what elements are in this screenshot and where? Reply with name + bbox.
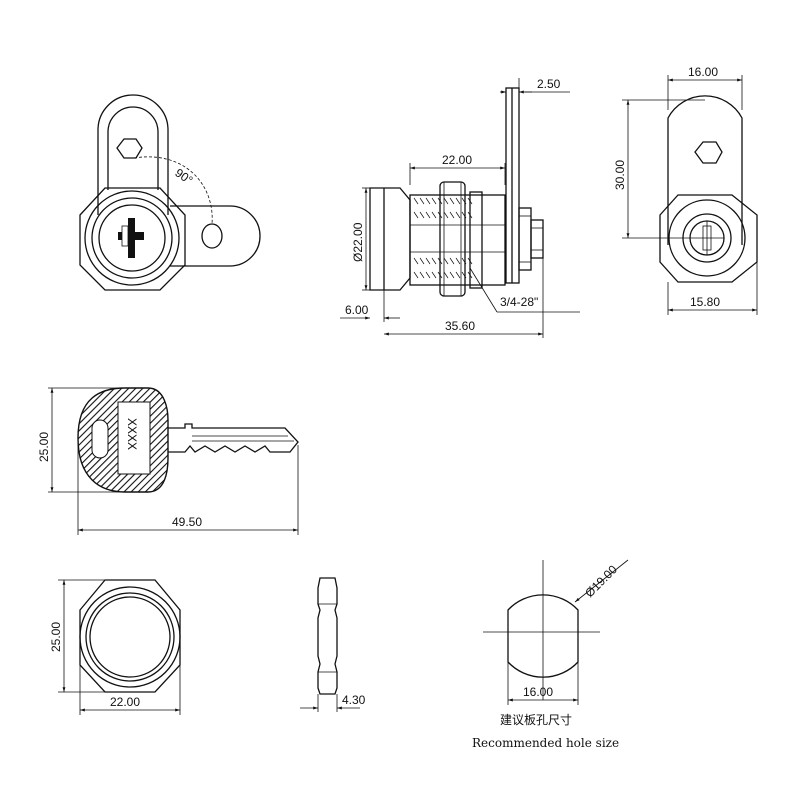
nut-side [317, 577, 338, 695]
cam-thickness-label: 2.50 [537, 77, 561, 91]
caption-chinese: 建议板孔尺寸 [500, 713, 572, 727]
key-height-label: 25.00 [37, 432, 51, 462]
cam-width-label: 16.00 [688, 65, 718, 79]
nut-front-dimensions: 25.00 22.00 [49, 579, 181, 715]
body-diameter-label: Ø22.00 [351, 222, 365, 262]
hole-view [483, 560, 600, 700]
nut-side-dimensions: 4.30 [300, 693, 366, 712]
hole-diameter-label: Ø19.00 [582, 562, 620, 600]
caption-english: Recommended hole size [472, 736, 619, 750]
nut-height-label: 25.00 [49, 622, 63, 652]
head-depth-label: 6.00 [345, 303, 369, 317]
nut-width-label: 22.00 [110, 695, 140, 709]
hole-dimensions: Ø19.00 16.00 [507, 559, 629, 705]
key-ring-hole [91, 419, 109, 459]
nut-side-view [317, 577, 338, 695]
key: XXXX [77, 387, 299, 493]
thread-length-label: 22.00 [442, 153, 472, 167]
key-label-box [117, 401, 151, 475]
hole-flat-width-label: 16.00 [523, 685, 553, 699]
thread-marks [413, 197, 473, 279]
front-nut [79, 187, 186, 291]
nut-flat-width-label: 15.80 [690, 295, 720, 309]
nut-front-view [79, 579, 181, 693]
cam-hex-hole [116, 138, 143, 159]
cam-height-label: 30.00 [613, 160, 627, 190]
key-label: XXXX [125, 418, 139, 450]
rear-view [659, 95, 758, 283]
nut-thickness-label: 4.30 [342, 693, 366, 707]
thread-spec-label: 3/4-28" [500, 295, 538, 309]
rear-view-dimensions: 16.00 30.00 15.80 [613, 65, 758, 315]
rear-cam-hex-hole [694, 141, 723, 164]
front-view: 90° [79, 94, 261, 291]
side-view [369, 87, 544, 297]
key-blade [168, 423, 299, 453]
total-length-label: 35.60 [445, 319, 475, 333]
cam-angle-label: 90° [172, 166, 195, 188]
key-dimensions: 25.00 49.50 [37, 387, 299, 535]
key-length-label: 49.50 [172, 515, 202, 529]
side-view-dimensions: 2.50 22.00 Ø22.00 3/4-28" 6.00 35.60 [340, 77, 580, 338]
